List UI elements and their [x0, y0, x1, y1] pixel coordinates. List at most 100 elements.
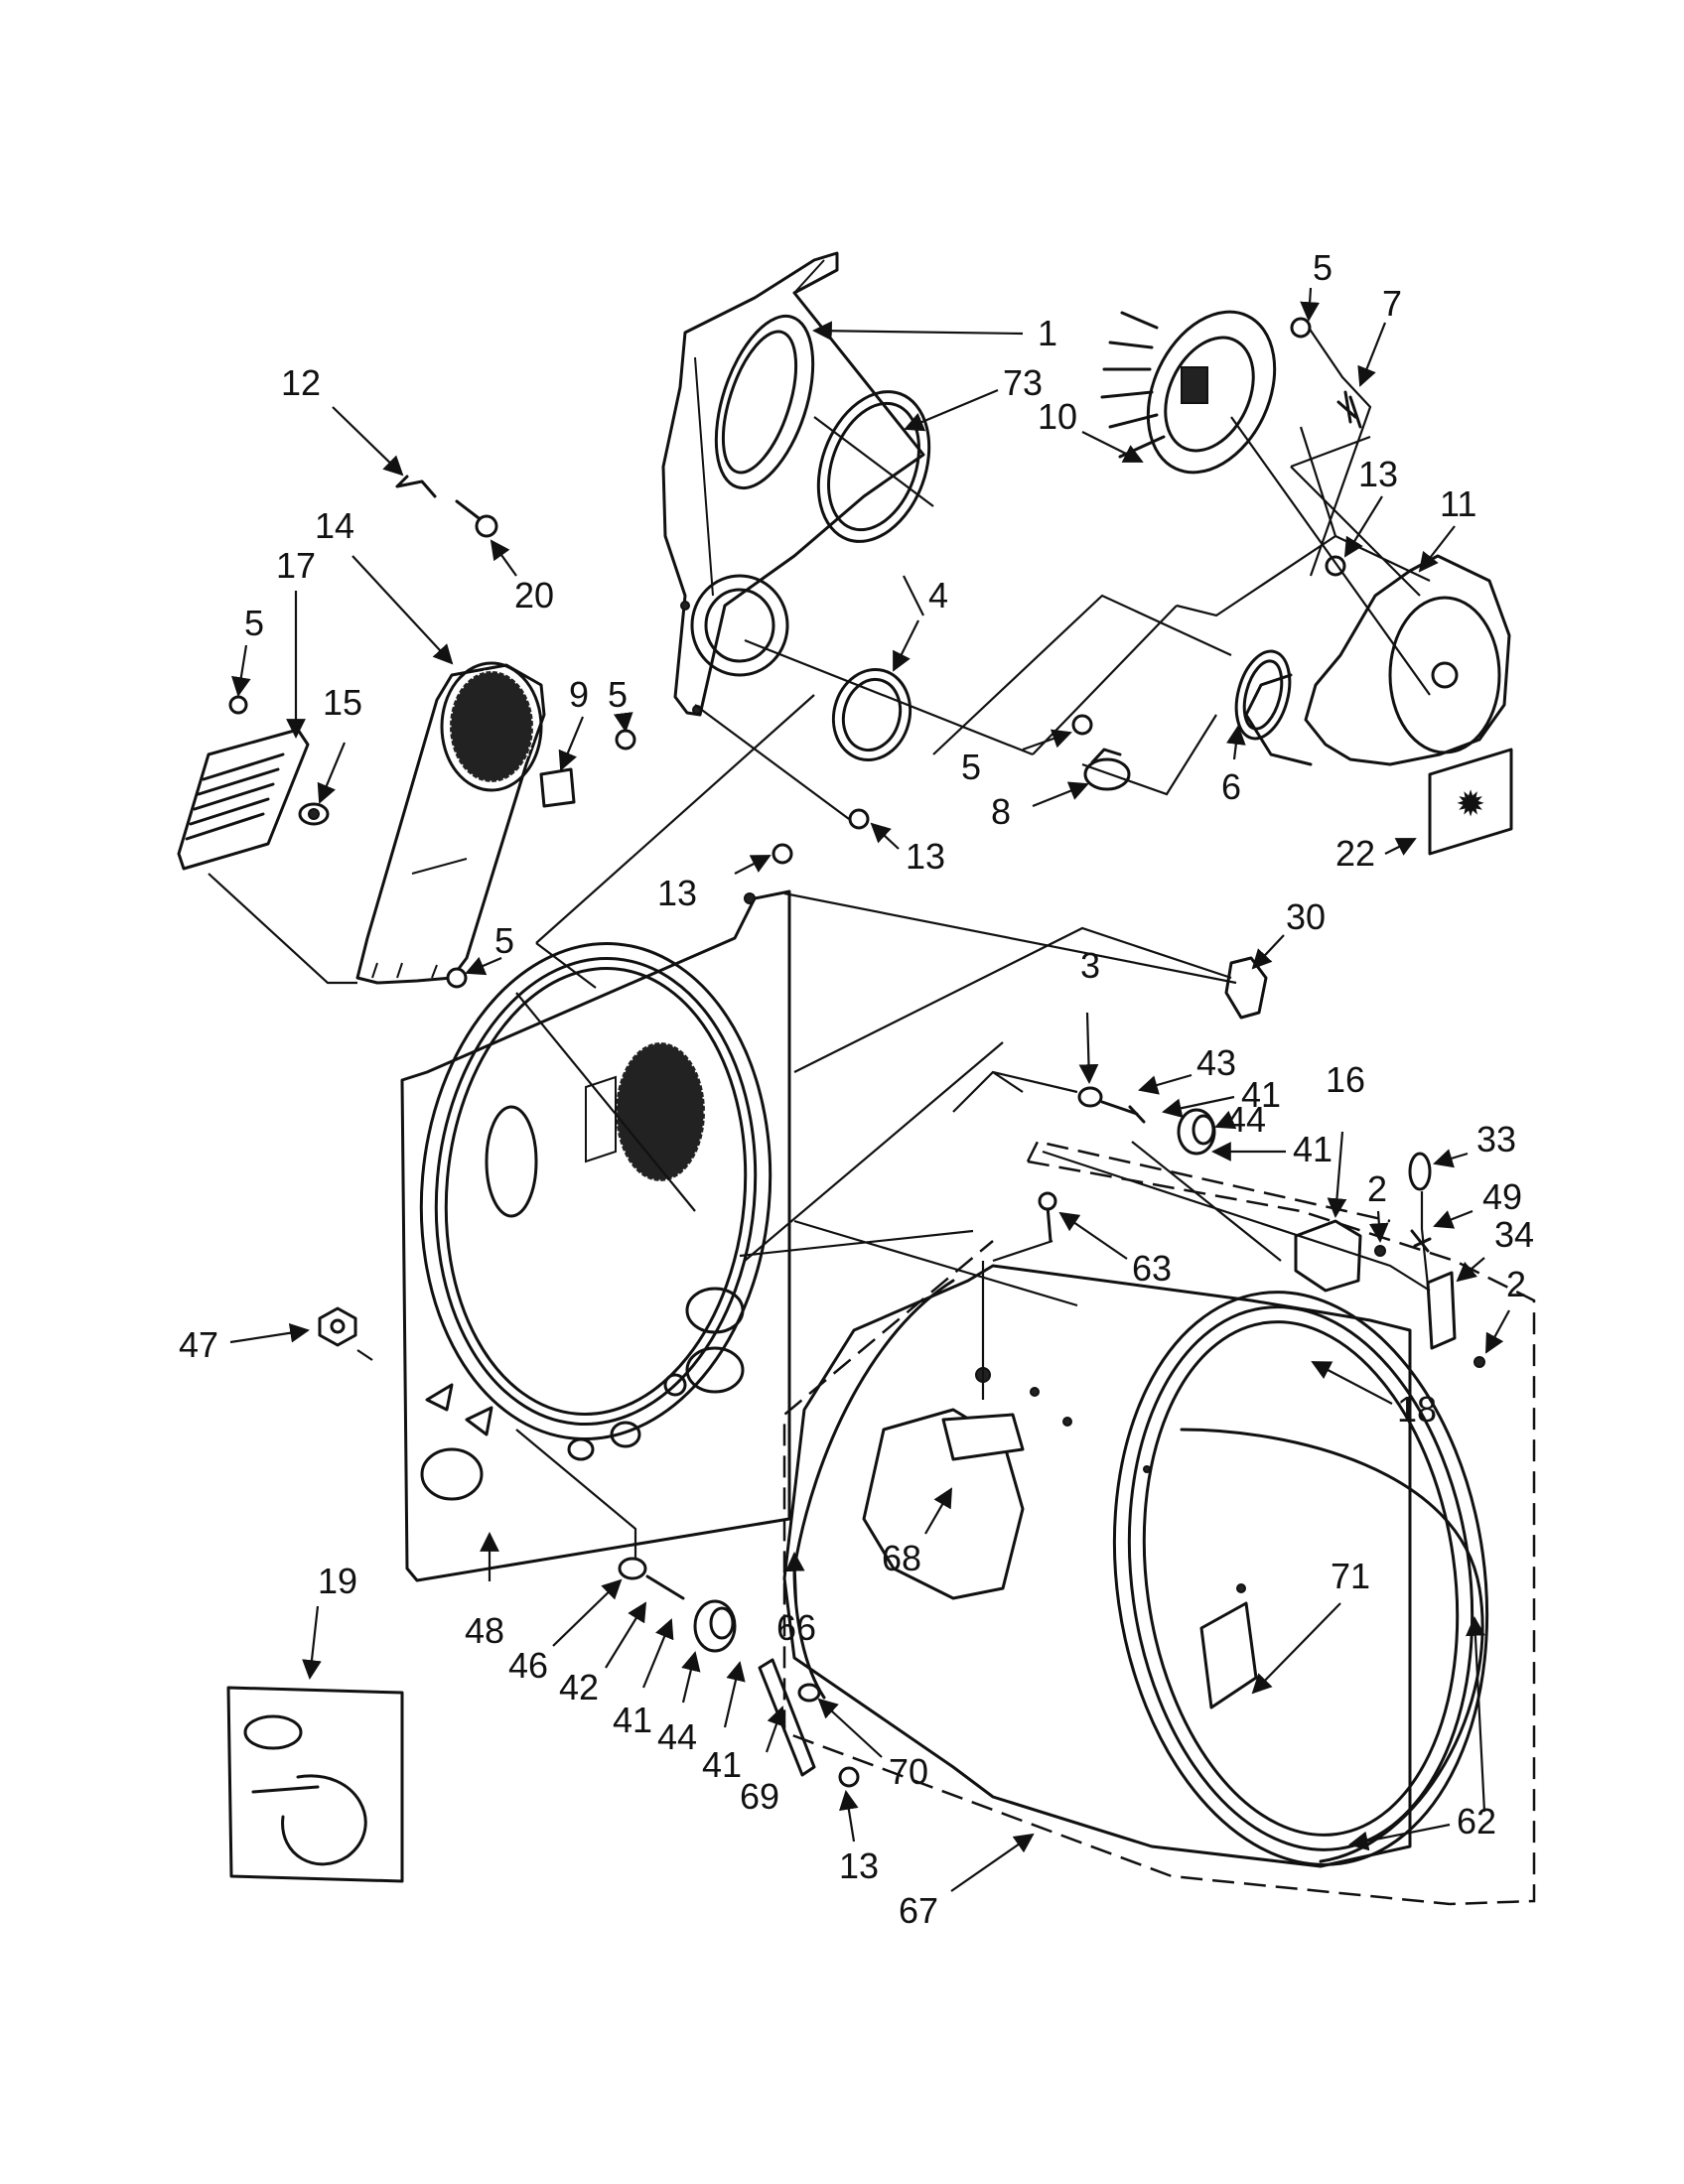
- callout-13-lower: 13: [839, 1845, 879, 1886]
- part-4-ring: [831, 667, 912, 762]
- callout-48: 48: [465, 1610, 504, 1651]
- part-12-bracket: [395, 475, 437, 498]
- callout-71: 71: [1331, 1556, 1370, 1596]
- screw-5-left: [228, 695, 248, 715]
- callout-16: 16: [1326, 1059, 1365, 1100]
- callout-20: 20: [514, 575, 554, 615]
- screw-5-bolt: [446, 967, 468, 989]
- callout-19: 19: [318, 1561, 357, 1601]
- callout-44-upper: 44: [1226, 1099, 1266, 1140]
- part-20-screw: [455, 499, 498, 538]
- part-9-switch: [539, 767, 576, 808]
- callout-13-housing: 13: [1358, 454, 1398, 494]
- part-2-screw-lower: [1474, 1356, 1485, 1368]
- callout-44-lower: 44: [657, 1716, 697, 1757]
- callout-49: 49: [1482, 1176, 1522, 1217]
- callout-13-panel: 13: [657, 873, 697, 913]
- part-13-screw-lower: [838, 1766, 860, 1788]
- callout-9: 9: [569, 674, 589, 715]
- part-33-bulb: [1408, 1152, 1432, 1191]
- callout-5-duct: 5: [608, 674, 628, 715]
- part-22-label: ✹: [1428, 748, 1513, 856]
- callouts: 1 73 5 7 10 13 11 12 20 14 17 5 15 9 5 4: [179, 247, 1534, 1931]
- part-69-rod: [758, 1658, 816, 1777]
- part-2-screw-upper: [1374, 1245, 1386, 1257]
- callout-10: 10: [1038, 396, 1077, 437]
- screw-13-panel: [772, 843, 793, 865]
- part-30-cap: [1224, 956, 1268, 1020]
- callout-5-left: 5: [244, 603, 264, 643]
- callout-33: 33: [1476, 1119, 1516, 1160]
- callout-8: 8: [991, 791, 1011, 832]
- part-70-washer: [797, 1683, 821, 1703]
- callout-73: 73: [1003, 362, 1043, 403]
- callout-18: 18: [1397, 1389, 1437, 1430]
- callout-13-upper: 13: [906, 836, 945, 877]
- callout-34: 34: [1494, 1214, 1534, 1255]
- part-67-drum: [782, 1264, 1489, 1868]
- screw-5-thermo: [1071, 714, 1093, 736]
- callout-43: 43: [1196, 1042, 1236, 1083]
- callout-69: 69: [740, 1776, 779, 1817]
- callout-4: 4: [928, 575, 948, 615]
- part-14-heater-duct: [355, 661, 546, 985]
- part-11-blower-housing: [1244, 554, 1511, 766]
- callout-5-thermo: 5: [961, 747, 981, 787]
- part-6-bearing: [1234, 649, 1292, 741]
- part-19-kit: [226, 1686, 404, 1883]
- part-1-bulkhead: [661, 251, 925, 717]
- callout-41-left: 41: [613, 1700, 652, 1740]
- callout-41-upper: 41: [1241, 1074, 1281, 1115]
- part-3-washer: [1077, 1086, 1103, 1108]
- part-68-baffle: [862, 1408, 1025, 1600]
- callout-66: 66: [776, 1607, 816, 1648]
- part-48-front-panel: [400, 889, 791, 1582]
- callout-11: 11: [1440, 483, 1476, 524]
- part-34-bracket: [1426, 1271, 1457, 1350]
- part-7-clip: [1336, 390, 1362, 429]
- part-42-shaft: [645, 1574, 685, 1600]
- callout-22: 22: [1335, 833, 1375, 874]
- callout-5-top: 5: [1313, 247, 1333, 288]
- callout-30: 30: [1286, 896, 1326, 937]
- callout-15: 15: [323, 682, 362, 723]
- part-16-switch: [1294, 1219, 1362, 1293]
- callout-2-lower: 2: [1506, 1264, 1526, 1304]
- callout-12: 12: [281, 362, 321, 403]
- callout-5-bolt: 5: [494, 920, 514, 961]
- callout-17: 17: [276, 545, 316, 586]
- callout-42: 42: [559, 1667, 599, 1707]
- screw-5-motor: [1290, 317, 1312, 339]
- callout-68: 68: [882, 1538, 921, 1578]
- callout-70: 70: [889, 1751, 928, 1792]
- callout-63: 63: [1132, 1248, 1172, 1289]
- callout-47: 47: [179, 1324, 218, 1365]
- callout-6: 6: [1221, 766, 1241, 807]
- rear-vent: [614, 1040, 707, 1183]
- callout-41-right: 41: [1293, 1129, 1333, 1169]
- part-46-washer: [618, 1557, 647, 1580]
- drum-dashed-inner: [1026, 1140, 1391, 1223]
- sun-icon: ✹: [1456, 783, 1485, 824]
- callout-1: 1: [1038, 313, 1057, 353]
- perforated-vent: [448, 669, 535, 784]
- callout-2-upper: 2: [1367, 1168, 1387, 1209]
- part-43-shaft: [1100, 1100, 1146, 1124]
- callout-41-lower: 41: [702, 1744, 742, 1785]
- callout-62: 62: [1457, 1801, 1496, 1842]
- part-10-blower-wheel: [1100, 310, 1277, 475]
- part-44-roller: [1177, 1108, 1216, 1156]
- callout-3: 3: [1080, 945, 1100, 986]
- part-73-seal: [816, 390, 931, 543]
- part-8-thermostat: [1083, 748, 1131, 791]
- callout-7: 7: [1382, 283, 1402, 324]
- part-47-nut: [318, 1306, 357, 1347]
- part-62-belt: [1180, 1428, 1484, 1863]
- part-63-screw: [1038, 1191, 1057, 1243]
- callout-46: 46: [508, 1645, 548, 1686]
- screw-13-upper: [848, 808, 870, 830]
- part-17-heater-element: [177, 728, 310, 871]
- callout-14: 14: [315, 505, 354, 546]
- screw-5-duct: [615, 729, 636, 751]
